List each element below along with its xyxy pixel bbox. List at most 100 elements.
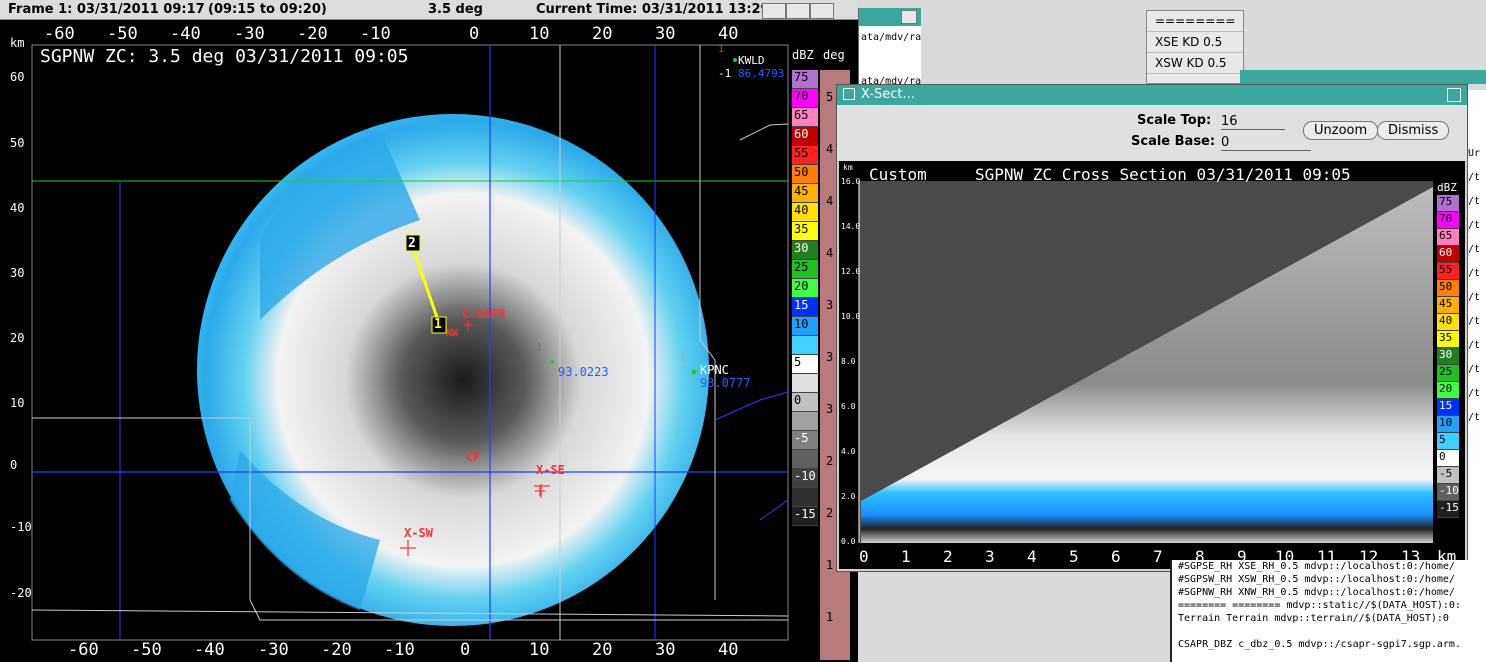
xsect-plot-area[interactable]: Custom SGPNW ZC Cross Section 03/31/2011…: [839, 161, 1465, 569]
menu-separator: ========: [1147, 11, 1243, 32]
window-button-3[interactable]: [810, 3, 834, 19]
strip-text: /t: [1468, 316, 1481, 327]
window-button-2[interactable]: [786, 3, 810, 19]
xsect-plot-svg[interactable]: [839, 161, 1465, 569]
xsect-y-tick: 6.0: [841, 402, 856, 411]
maximize-icon[interactable]: [901, 10, 917, 24]
xsect-point-2[interactable]: 2: [408, 236, 416, 251]
strip-text: Ur: [1468, 148, 1481, 159]
dbz-colorbar-swatch: 65: [792, 108, 818, 127]
dbz-colorbar-swatch: 20: [792, 279, 818, 298]
dbz-colorbar-swatch: 40: [792, 203, 818, 222]
x-tick-bottom: -50: [131, 640, 162, 660]
x-tick-top: -10: [360, 24, 391, 44]
window-menu-icon[interactable]: [843, 88, 855, 100]
console-line: [1172, 625, 1486, 638]
maximize-icon[interactable]: [1447, 88, 1461, 102]
mid-index: 1: [536, 342, 543, 353]
strip-text: /t: [1468, 340, 1481, 351]
kwld-index: -1: [718, 67, 732, 80]
xsect-x-tick: 6: [1111, 547, 1121, 566]
xsect-colorbar-swatch: 15: [1437, 399, 1459, 416]
deg-tick: 3: [826, 402, 834, 416]
y-unit-label: km: [10, 36, 25, 50]
dbz-colorbar-swatch: -5: [792, 431, 818, 450]
deg-tick: 1: [826, 610, 834, 624]
xsect-y-tick: 12.0: [841, 267, 861, 276]
x-tick-bottom: -60: [68, 640, 99, 660]
y-tick: 50: [10, 136, 25, 150]
xsect-y-tick: 2.0: [841, 492, 856, 501]
menu-item-xse-kd[interactable]: XSE KD 0.5: [1147, 32, 1243, 53]
xsect-point-1[interactable]: 1: [434, 317, 442, 332]
xsect-x-tick: 2: [943, 547, 953, 566]
kpnc-label: KPNC: [700, 363, 729, 377]
ppi-title: SGPNW ZC: 3.5 deg 03/31/2011 09:05: [40, 46, 409, 67]
xsect-colorbar-swatch: 35: [1437, 331, 1459, 348]
dbz-header: dBZ: [792, 48, 814, 62]
x-tick-bottom: 10: [529, 640, 550, 660]
deg-tick: 3: [826, 350, 834, 364]
xsect-title-bar[interactable]: X-Sect...: [837, 85, 1467, 105]
nw-label: NW: [446, 328, 459, 339]
x-tick-bottom: -20: [321, 640, 352, 660]
dbz-colorbar-swatch: [792, 336, 818, 355]
console-line: #SGPSW_RH XSW_RH_0.5 mdvp::/localhost:0:…: [1178, 574, 1455, 585]
kwld-value: 86.4793: [738, 67, 785, 80]
x-tick-bottom: 40: [718, 640, 739, 660]
cf-label: CF: [466, 450, 481, 464]
deg-tick: 1: [826, 558, 834, 572]
csapr-label: C-SAPR: [462, 307, 506, 321]
window-button-1[interactable]: [762, 3, 786, 19]
ppi-plot-area[interactable]: SGPNW ZC: 3.5 deg 03/31/2011 09:05 -60 -…: [0, 20, 858, 662]
kpnc-value: 93.0777: [700, 376, 751, 390]
dismiss-button[interactable]: Dismiss: [1377, 121, 1450, 140]
dbz-colorbar-swatch: 45: [792, 184, 818, 203]
xsect-x-tick: 4: [1027, 547, 1037, 566]
console-line: #SGPSE_RH XSE_RH_0.5 mdvp::/localhost:0:…: [1178, 561, 1455, 572]
y-tick: 30: [10, 266, 25, 280]
deg-header: deg: [823, 48, 845, 62]
kwld-label: KWLD: [738, 54, 765, 67]
x-tick-top: 0: [469, 24, 480, 44]
xsect-dbz-header: dBZ: [1437, 181, 1457, 194]
xsect-colorbar-swatch: 50: [1437, 280, 1459, 297]
xsect-plot-title: SGPNW ZC Cross Section 03/31/2011 09:05: [975, 165, 1351, 184]
strip-text: /t: [1468, 364, 1481, 375]
x-tick-top: 40: [718, 24, 739, 44]
scale-top-input[interactable]: [1221, 113, 1285, 130]
x-tick-top: 10: [529, 24, 550, 44]
deg-tick: 4: [826, 246, 834, 260]
field-menu: ======== XSE KD 0.5 XSW KD 0.5: [1146, 10, 1244, 84]
mid-value: 93.0223: [558, 365, 609, 379]
scale-base-input[interactable]: [1221, 134, 1311, 151]
x-tick-top: -40: [170, 24, 201, 44]
unzoom-button[interactable]: Unzoom: [1303, 121, 1379, 140]
xsect-window: X-Sect... Scale Top: Scale Base: Unzoom …: [836, 84, 1468, 572]
x-tick-bottom: 0: [460, 640, 471, 660]
x-tick-top: -50: [107, 24, 138, 44]
xsect-x-tick: 3: [985, 547, 995, 566]
scale-top-label: Scale Top:: [1137, 113, 1212, 128]
dbz-colorbar-swatch: 35: [792, 222, 818, 241]
xsect-colorbar-swatch: -15: [1437, 501, 1459, 518]
xsect-y-tick: 14.0: [841, 222, 861, 231]
dbz-colorbar-swatch: 70: [792, 89, 818, 108]
x-tick-top: -60: [44, 24, 75, 44]
xsect-custom-label: Custom: [869, 165, 927, 184]
xsect-y-tick: 10.0: [841, 312, 861, 321]
dbz-colorbar-swatch: -15: [792, 507, 818, 526]
xsect-y-tick: 0.0: [841, 537, 856, 546]
y-tick: -20: [10, 586, 32, 600]
x-tick-bottom: 20: [592, 640, 613, 660]
strip-text: /t: [1468, 268, 1481, 279]
xsect-colorbar-swatch: -5: [1437, 467, 1459, 484]
ppi-plot-svg[interactable]: [0, 20, 858, 662]
xsect-y-tick: 8.0: [841, 357, 856, 366]
x-tick-bottom: -30: [258, 640, 289, 660]
xsect-colorbar-swatch: 30: [1437, 348, 1459, 365]
xsect-colorbar-swatch: 65: [1437, 229, 1459, 246]
menu-item-xsw-kd[interactable]: XSW KD 0.5: [1147, 53, 1243, 74]
console-line: CSAPR_DBZ c_dbz_0.5 mdvp::/csapr-sgpi7.s…: [1178, 639, 1461, 650]
